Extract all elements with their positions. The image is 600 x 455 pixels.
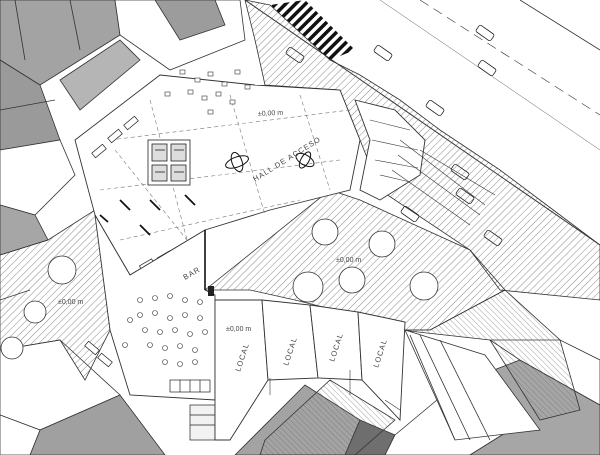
local-unit bbox=[357, 311, 406, 422]
bar-building bbox=[84, 214, 216, 441]
bottom-strip bbox=[259, 379, 396, 455]
local-unit bbox=[214, 299, 269, 441]
block-grey-left-strip bbox=[59, 39, 141, 111]
block-white-bottom-left2 bbox=[0, 414, 41, 455]
plaza-right bbox=[399, 289, 581, 421]
level-label: ±0,00 m bbox=[58, 299, 83, 306]
block-grey-top-left bbox=[0, 0, 121, 86]
cafe-tables bbox=[122, 293, 208, 367]
parking-bays bbox=[391, 139, 496, 226]
bar-floor bbox=[94, 214, 216, 401]
tree bbox=[368, 230, 396, 258]
tree bbox=[47, 255, 77, 285]
locales bbox=[214, 299, 406, 441]
ramp bbox=[404, 329, 541, 441]
hall-building bbox=[74, 69, 496, 276]
sculpture-icon bbox=[295, 151, 315, 169]
block-white-left bbox=[0, 139, 76, 216]
car bbox=[477, 59, 497, 77]
trees bbox=[0, 218, 439, 360]
car bbox=[373, 44, 393, 62]
tree bbox=[409, 271, 439, 301]
level-label: ±0,00 m bbox=[336, 257, 361, 264]
tree bbox=[0, 336, 24, 360]
crosswalk bbox=[270, 0, 355, 60]
car bbox=[425, 99, 445, 117]
block-grey-top bbox=[154, 0, 226, 41]
service-rooms bbox=[354, 99, 426, 201]
car bbox=[475, 24, 495, 42]
sculpture-icon bbox=[225, 151, 249, 173]
stair-core bbox=[147, 139, 191, 186]
level-label: ±0,00 m bbox=[258, 110, 284, 118]
tree bbox=[311, 218, 339, 246]
tree bbox=[23, 300, 47, 324]
seating bbox=[164, 69, 251, 115]
tree bbox=[292, 271, 324, 303]
level-label: ±0,00 m bbox=[226, 326, 251, 333]
tree bbox=[338, 266, 366, 294]
